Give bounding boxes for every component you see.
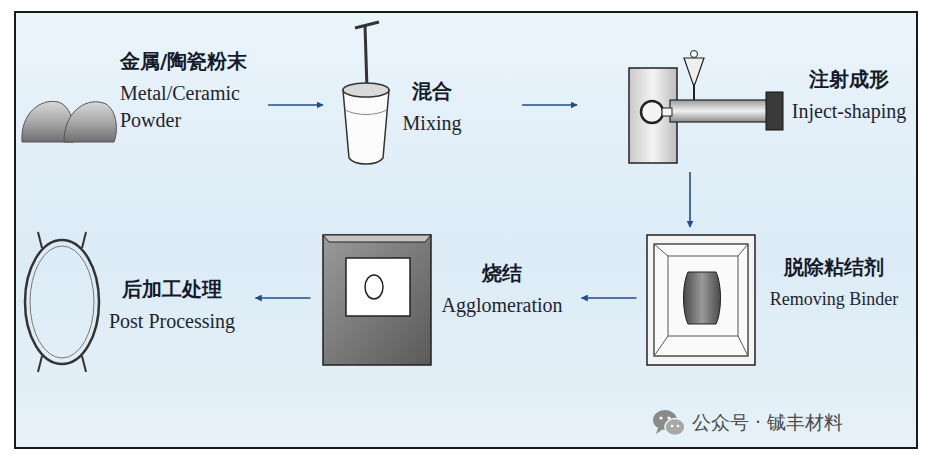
watermark: 公众号 · 铖丰材料	[692, 410, 843, 436]
step-title-en: Mixing	[397, 110, 467, 137]
wechat-icon	[652, 408, 686, 438]
step-title-zh: 金属/陶瓷粉末	[120, 48, 252, 74]
step-text: 混合 Mixing	[397, 78, 467, 137]
process-step: 混合 Mixing	[335, 20, 471, 170]
step-text: 金属/陶瓷粉末 Metal/Ceramic Powder	[120, 48, 252, 134]
process-step: 烧结 Agglomeration	[322, 234, 572, 368]
step-illustration	[22, 226, 102, 378]
step-title-zh: 烧结	[438, 260, 566, 286]
process-step: 脱除粘结剂 Removing Binder	[646, 234, 912, 368]
step-illustration	[335, 20, 395, 170]
step-text: 注射成形 Inject-shaping	[788, 66, 910, 125]
step-title-en: Inject-shaping	[788, 98, 910, 125]
step-title-zh: 脱除粘结剂	[760, 254, 908, 280]
step-title-zh: 混合	[397, 78, 467, 104]
flow-arrow	[582, 297, 637, 299]
step-title-en: Removing Binder	[760, 286, 908, 313]
step-text: 脱除粘结剂 Removing Binder	[760, 254, 908, 313]
step-title-en: Agglomeration	[438, 292, 566, 319]
step-title-en: Post Processing	[104, 308, 240, 335]
step-title-zh: 注射成形	[788, 66, 910, 92]
process-step: 后加工处理 Post Processing	[22, 226, 244, 378]
process-step: 金属/陶瓷粉末 Metal/Ceramic Powder	[18, 48, 256, 168]
diagram-frame	[14, 11, 918, 449]
flow-arrow	[522, 104, 577, 106]
step-illustration	[628, 50, 788, 165]
process-step: 注射成形 Inject-shaping	[628, 50, 913, 165]
step-title-zh: 后加工处理	[104, 276, 240, 302]
step-text: 后加工处理 Post Processing	[104, 276, 240, 335]
flow-arrow	[256, 297, 311, 299]
flow-arrow	[689, 172, 691, 227]
flow-arrow	[268, 104, 323, 106]
step-text: 烧结 Agglomeration	[438, 260, 566, 319]
step-illustration	[646, 234, 756, 366]
step-title-en: Metal/Ceramic Powder	[120, 80, 252, 134]
step-illustration	[322, 234, 432, 366]
step-illustration	[18, 84, 118, 146]
